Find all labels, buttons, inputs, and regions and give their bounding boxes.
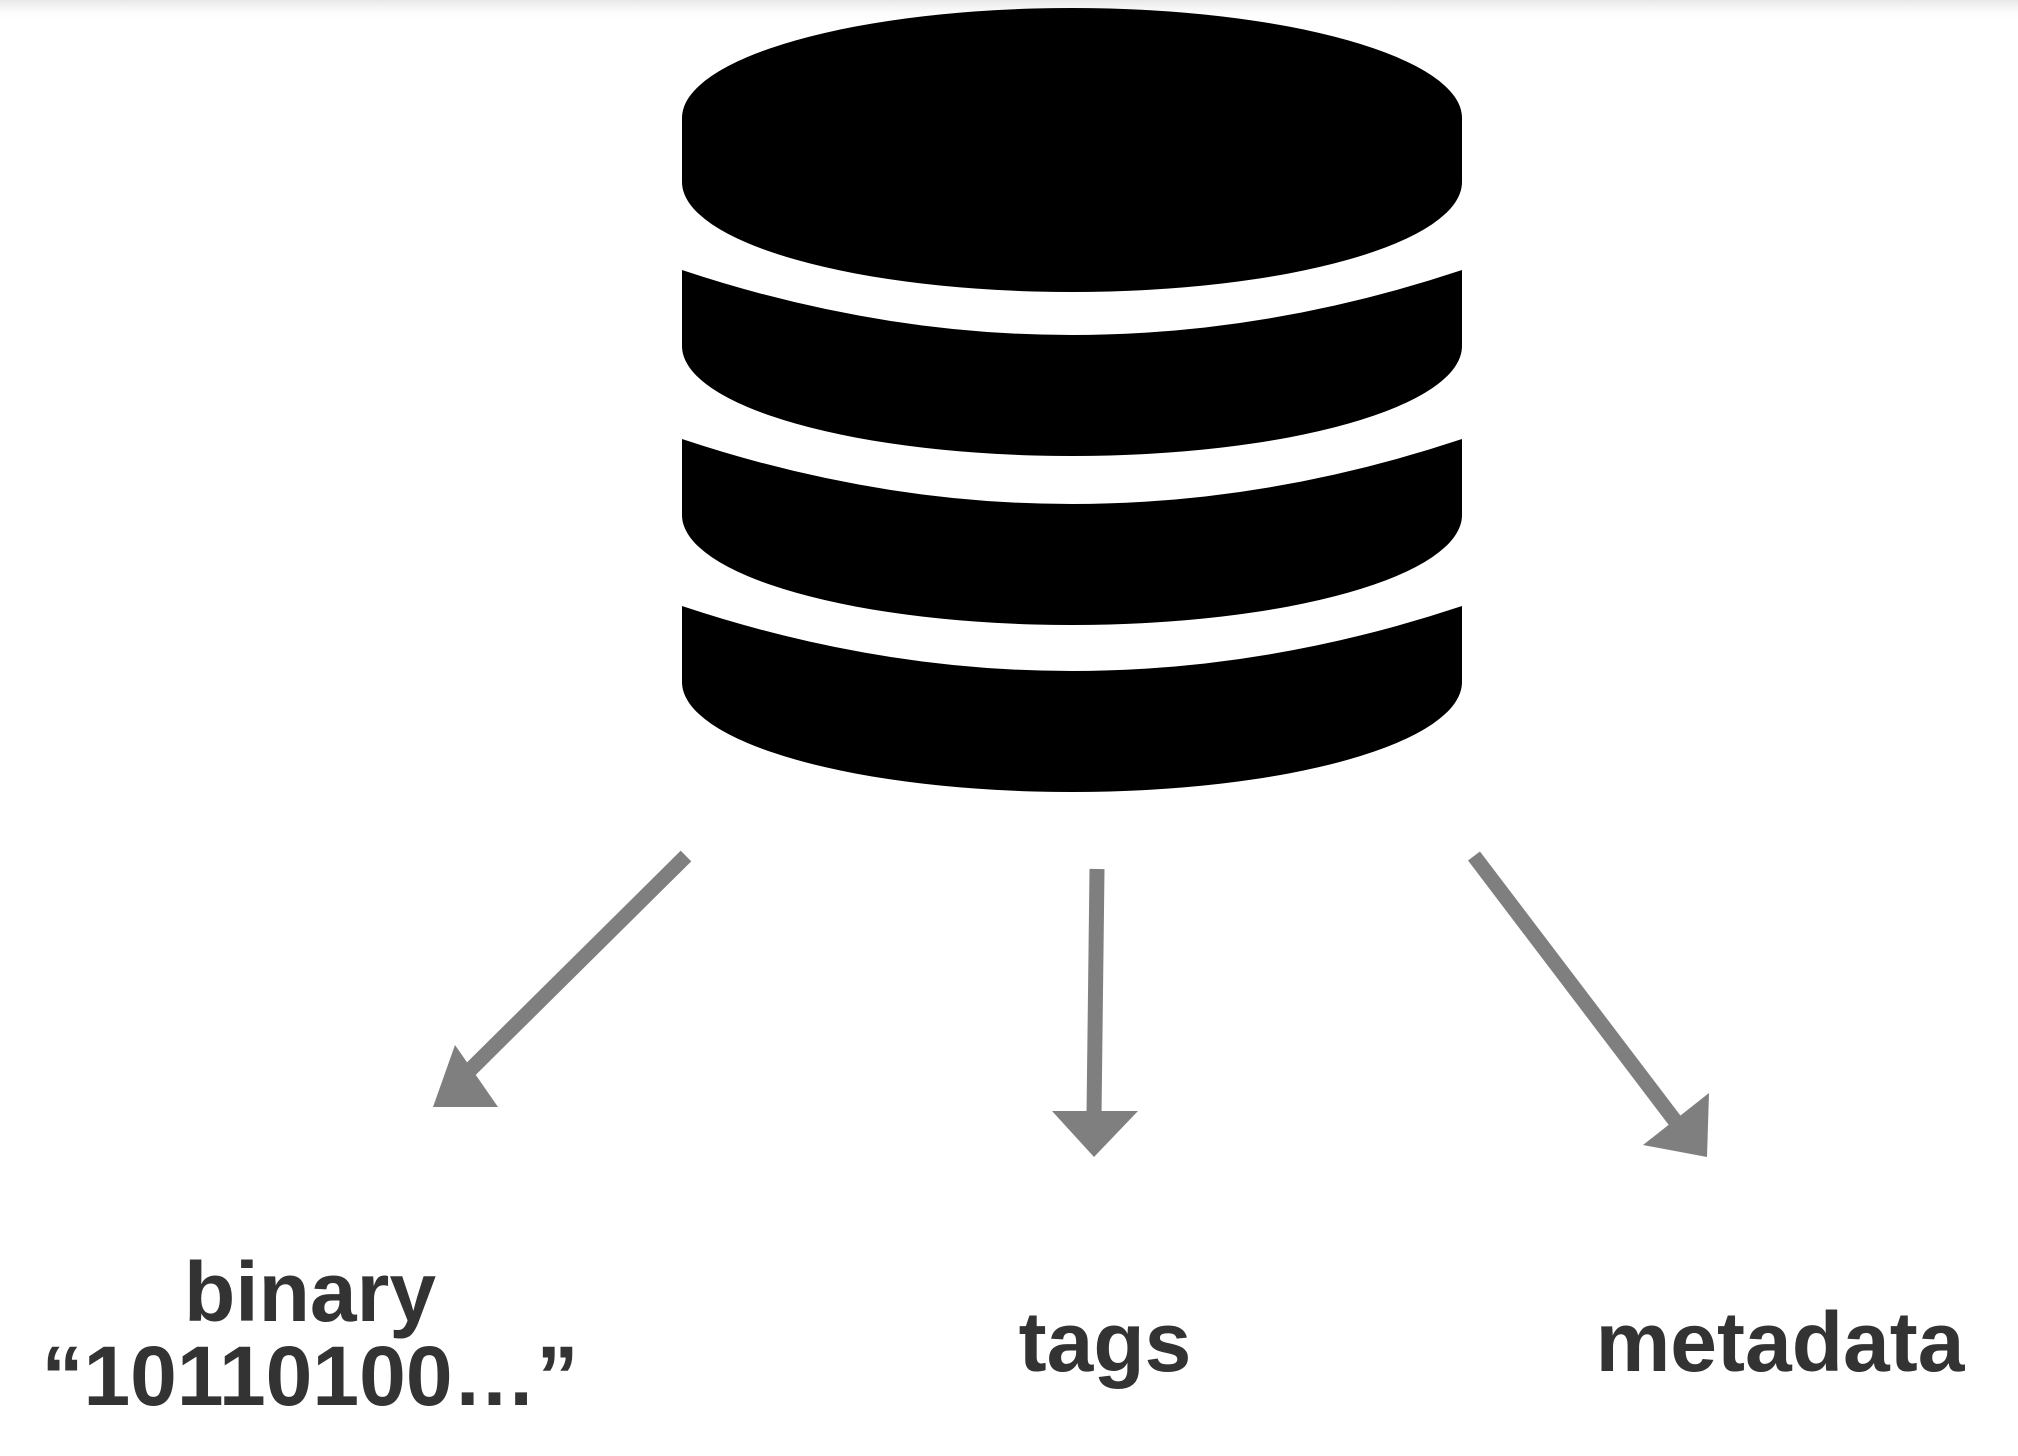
arrow-to-tags-shaft xyxy=(1086,868,1105,1117)
arrow-to-metadata xyxy=(1468,851,1709,1157)
label-binary-value: “10110100…” xyxy=(41,1329,579,1423)
label-metadata: metadata xyxy=(1595,1295,1965,1389)
label-tags: tags xyxy=(1018,1295,1192,1389)
database-disk-top xyxy=(682,8,1462,292)
arrow-to-metadata-shaft xyxy=(1468,851,1688,1135)
arrow-to-tags xyxy=(1052,868,1138,1157)
database-band-1 xyxy=(682,270,1462,456)
database-band-3 xyxy=(682,606,1462,792)
arrow-to-binary-shaft xyxy=(464,850,692,1076)
arrow-to-tags-head xyxy=(1052,1111,1138,1157)
database-icon xyxy=(682,8,1462,792)
label-binary: binary “10110100…” xyxy=(0,1250,620,1418)
arrow-to-metadata-head xyxy=(1643,1093,1709,1157)
arrow-to-binary xyxy=(433,850,692,1107)
arrows xyxy=(433,850,1709,1157)
database-band-2 xyxy=(682,439,1462,625)
label-binary-word: binary xyxy=(183,1245,437,1339)
arrow-to-binary-head xyxy=(433,1045,498,1107)
